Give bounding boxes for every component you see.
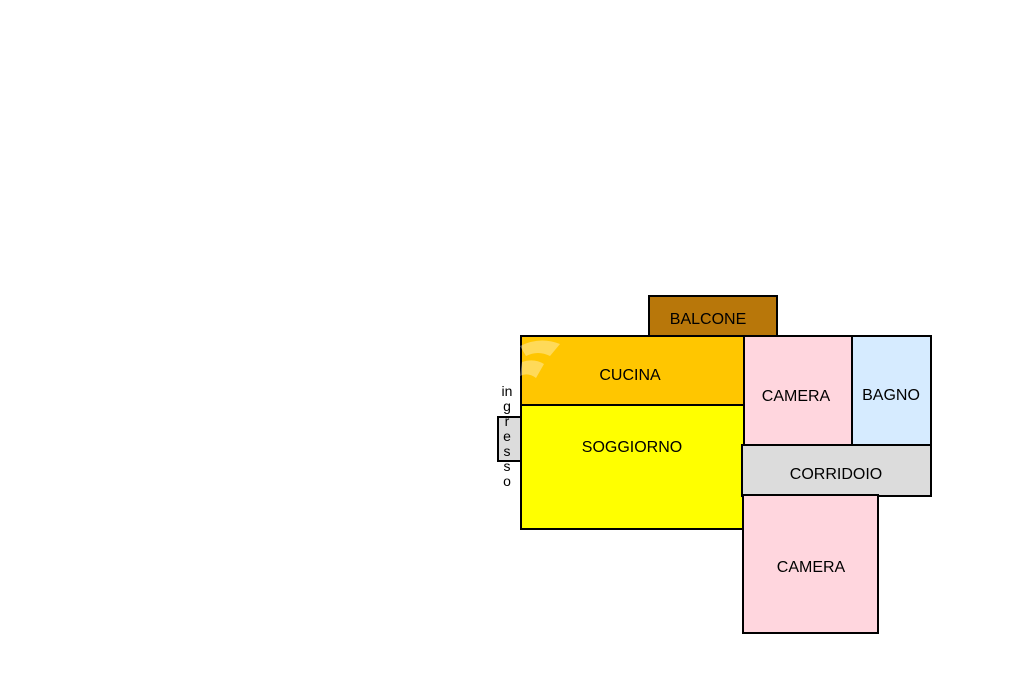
entrance-label: ingresso: [501, 383, 513, 489]
room-label-soggiorno: SOGGIORNO: [581, 439, 683, 456]
room-soggiorno: [520, 404, 746, 530]
room-camera-bottom: [742, 494, 879, 634]
room-bagno: [851, 335, 932, 447]
room-label-cucina: CUCINA: [599, 367, 661, 384]
room-label-corridoio: CORRIDOIO: [789, 466, 883, 483]
room-label-balcone: BALCONE: [669, 311, 747, 328]
room-label-bagno: BAGNO: [862, 387, 920, 404]
room-label-camera-bottom: CAMERA: [776, 559, 846, 576]
room-label-camera-top: CAMERA: [761, 388, 831, 405]
room-corridoio: [741, 444, 932, 497]
watermark-logo-icon: [520, 340, 560, 378]
entrance-door: [497, 416, 522, 462]
